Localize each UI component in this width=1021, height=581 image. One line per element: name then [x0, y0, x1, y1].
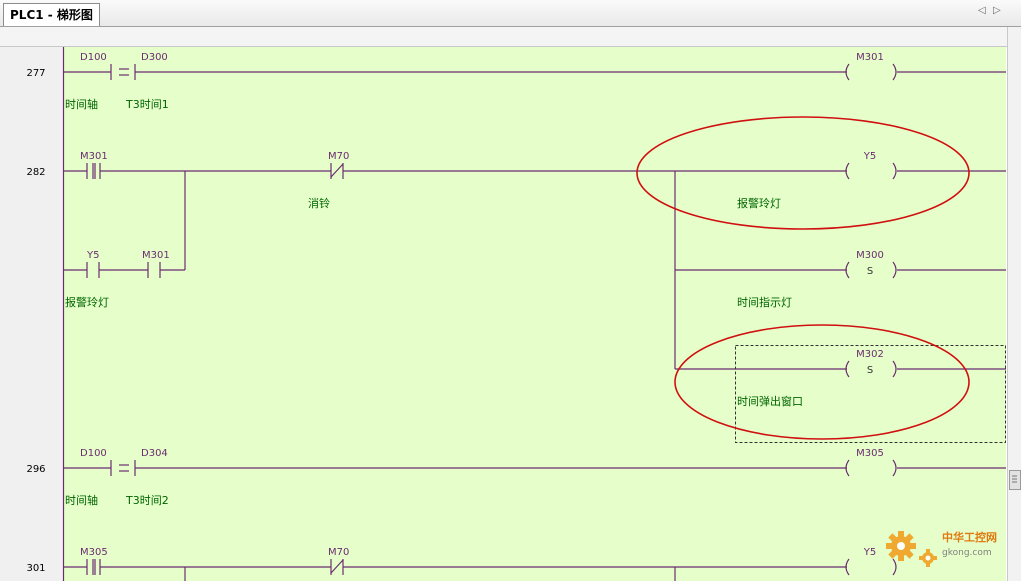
- label-m301-contact-b: M301: [142, 250, 170, 261]
- watermark-domain: gkong.com: [942, 548, 992, 558]
- label-m301-coil: M301: [856, 52, 884, 63]
- tab-scroll-left-icon[interactable]: ◁: [978, 5, 986, 16]
- coil-m305: [845, 459, 850, 477]
- label-m301-contact: M301: [80, 151, 108, 162]
- comment-alarm-bell-b: 报警玲灯: [65, 295, 109, 309]
- editor-header-strip: [0, 27, 1008, 47]
- label-y5-coil-b: Y5: [863, 547, 876, 558]
- label-m70-b: M70: [328, 547, 349, 558]
- comment-silence: 消铃: [308, 196, 330, 210]
- watermark-logo: 中华工控网 gkong.com: [886, 530, 997, 567]
- coil-m301: [845, 63, 850, 81]
- comment-t3-time2: T3时间2: [125, 494, 169, 507]
- coil-y5: [845, 162, 850, 180]
- comment-alarm-bell: 报警玲灯: [737, 196, 781, 210]
- step-number-gutter: [0, 47, 63, 581]
- set-instruction-m302: S: [867, 365, 873, 376]
- vertical-scrollbar[interactable]: [1007, 27, 1021, 581]
- ladder-canvas[interactable]: [63, 47, 1006, 581]
- label-d100-b: D100: [80, 448, 107, 459]
- label-d304: D304: [141, 448, 168, 459]
- step-282: 282: [26, 167, 45, 178]
- watermark-brand: 中华工控网: [942, 530, 997, 544]
- step-296: 296: [26, 464, 45, 475]
- comment-time-popup: 时间弹出窗口: [737, 394, 803, 408]
- comment-time-indicator: 时间指示灯: [737, 295, 792, 309]
- label-y5-coil: Y5: [863, 151, 876, 162]
- label-m300-coil: M300: [856, 250, 884, 261]
- comment-t3-time1: T3时间1: [125, 98, 169, 111]
- window-title-bar: PLC1 - 梯形图 ◁ ▷: [0, 0, 1021, 27]
- highlight-ellipse-y5: [636, 116, 970, 230]
- coil-m300: [845, 261, 850, 279]
- comment-timeline-a: 时间轴: [65, 97, 98, 111]
- label-d100-a: D100: [80, 52, 107, 63]
- label-y5-contact: Y5: [86, 250, 99, 261]
- coil-y5-b: [845, 558, 850, 576]
- label-m302-coil: M302: [856, 349, 884, 360]
- step-301: 301: [26, 563, 45, 574]
- step-277: 277: [26, 68, 45, 79]
- label-m305-coil: M305: [856, 448, 884, 459]
- label-m305-contact: M305: [80, 547, 108, 558]
- label-m70-a: M70: [328, 151, 349, 162]
- tab-plc1-ladder[interactable]: PLC1 - 梯形图: [3, 3, 100, 26]
- gear-icon: [886, 531, 937, 567]
- set-instruction-m300: S: [867, 266, 873, 277]
- selection-box: [735, 345, 1006, 443]
- label-d300: D300: [141, 52, 168, 63]
- comment-timeline-b: 时间轴: [65, 493, 98, 507]
- coil-m302: [845, 360, 850, 378]
- tab-scroll-right-icon[interactable]: ▷: [993, 5, 1001, 16]
- highlight-ellipse-m302: [674, 324, 970, 440]
